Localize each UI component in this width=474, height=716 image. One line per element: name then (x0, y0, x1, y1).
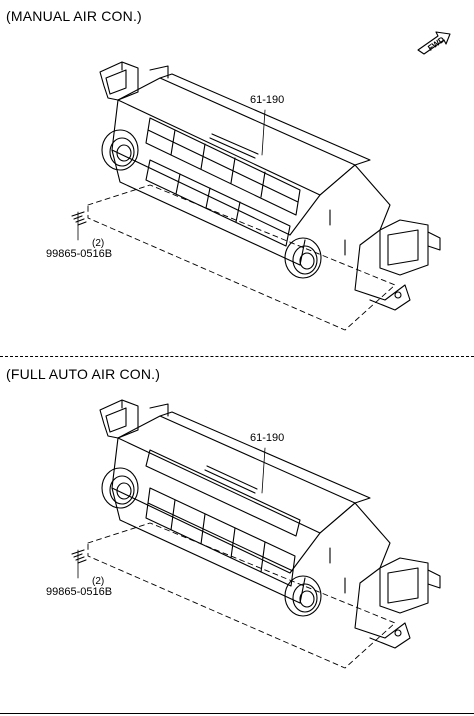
screw-part-number: 99865-0516B (46, 586, 113, 598)
climate-control-unit-illustration (71, 399, 441, 669)
climate-control-unit-illustration (71, 61, 441, 331)
section-divider (0, 356, 474, 357)
part-number-label: 61-190 (250, 432, 285, 444)
fwd-label: FWD (426, 35, 446, 53)
fwd-arrow-icon: FWD (416, 30, 456, 58)
section-title: (MANUAL AIR CON.) (6, 8, 142, 24)
part-number-label: 61-190 (250, 94, 285, 106)
screw-part-number: 99865-0516B (46, 248, 113, 260)
panel-manual-air-con: (MANUAL AIR CON.) (6, 8, 456, 331)
panel-full-auto-air-con: (FULL AUTO AIR CON.) (0, 358, 474, 716)
screw-quantity: (2) (92, 576, 105, 587)
screw-quantity: (2) (92, 238, 105, 249)
section-title: (FULL AUTO AIR CON.) (6, 366, 161, 382)
bottom-border (0, 713, 474, 714)
